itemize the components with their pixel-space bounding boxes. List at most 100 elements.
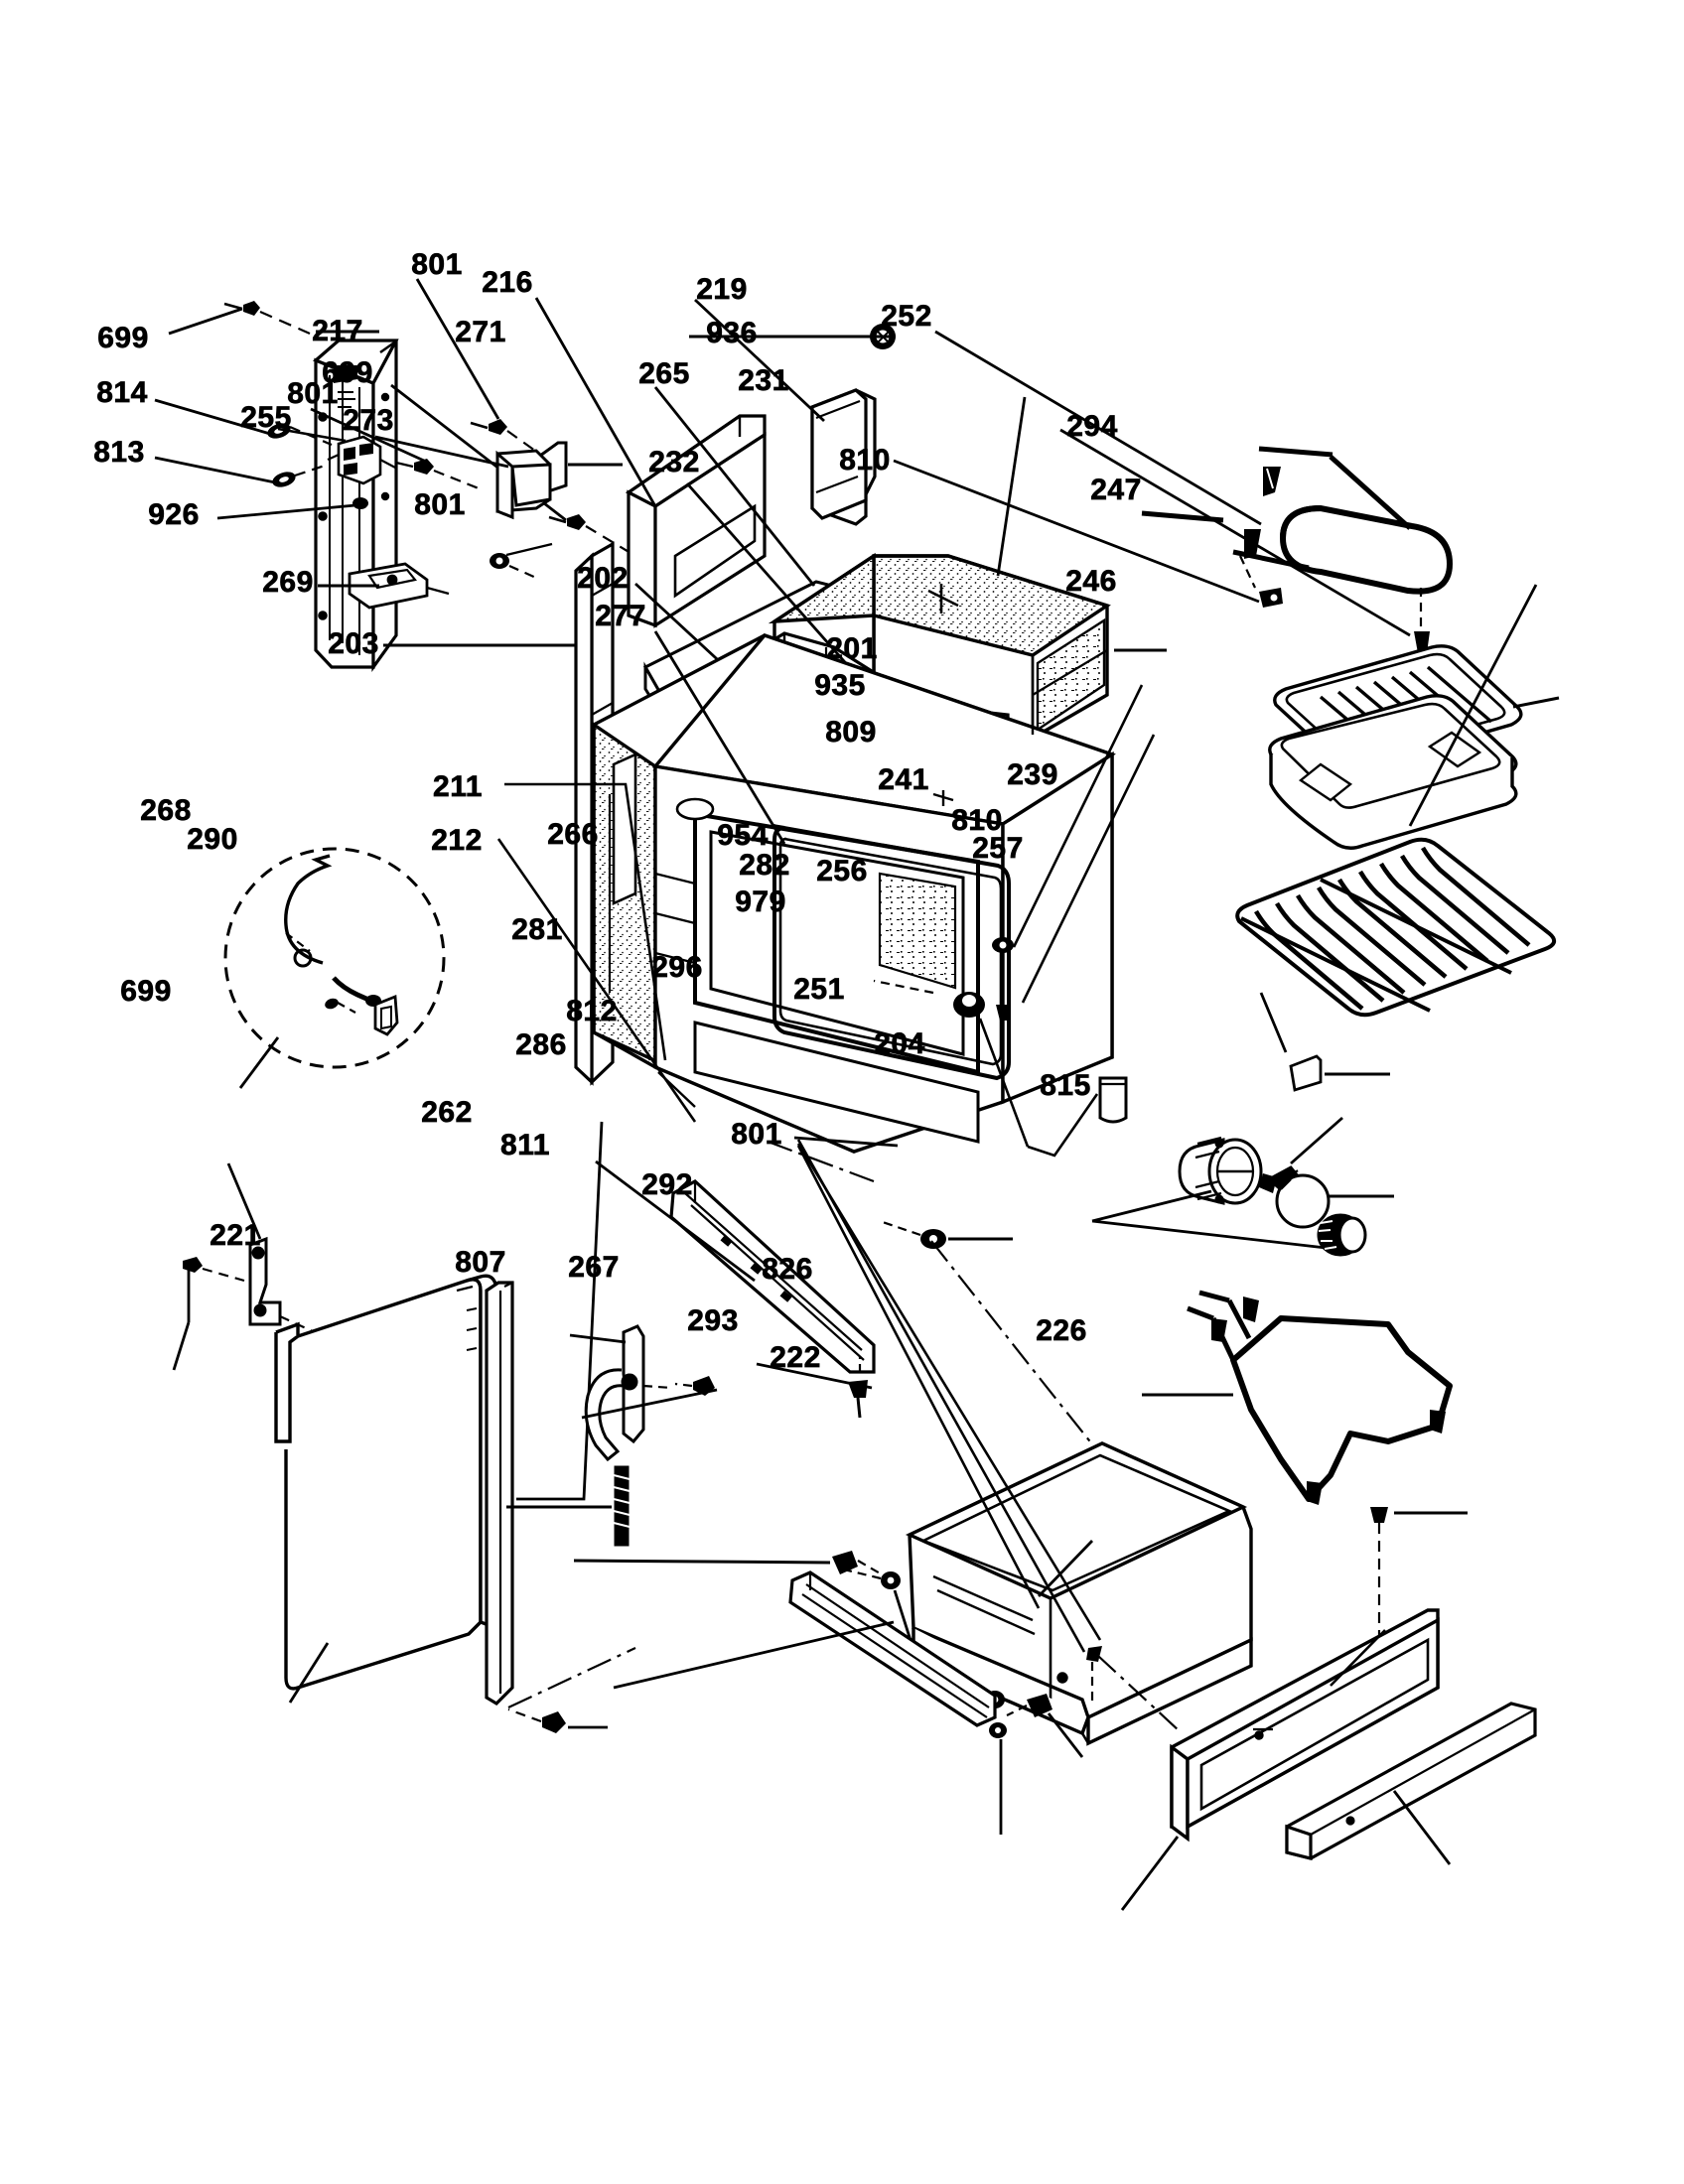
callout-979[interactable]: 979 (735, 886, 786, 918)
callout-290[interactable]: 290 (187, 823, 238, 856)
part-277-door-gasket (772, 824, 1011, 1081)
leader-247 (1512, 696, 1560, 709)
screw-269-fastener (490, 542, 553, 580)
callout-262[interactable]: 262 (421, 1096, 473, 1129)
callout-217[interactable]: 217 (312, 315, 363, 347)
callout-265[interactable]: 265 (638, 357, 690, 390)
callout-201[interactable]: 201 (826, 632, 878, 665)
callout-699-b[interactable]: 699 (322, 356, 373, 389)
leader-699-top (168, 307, 243, 336)
callout-813[interactable]: 813 (93, 436, 145, 469)
callout-256[interactable]: 256 (816, 855, 868, 887)
callout-801-b[interactable]: 801 (287, 377, 339, 410)
callout-811[interactable]: 811 (500, 1129, 550, 1161)
callout-246[interactable]: 246 (1065, 565, 1117, 598)
callout-267[interactable]: 267 (568, 1251, 620, 1284)
screw-699-top (223, 301, 311, 336)
callout-269[interactable]: 269 (262, 566, 314, 599)
callout-801-d[interactable]: 801 (731, 1118, 782, 1151)
callout-239[interactable]: 239 (1007, 758, 1058, 791)
callout-222[interactable]: 222 (770, 1341, 821, 1374)
callout-926[interactable]: 926 (148, 498, 200, 531)
leader-265 (653, 386, 816, 587)
fastener-293 (989, 1722, 1007, 1738)
callout-211[interactable]: 211 (433, 770, 483, 803)
callout-294[interactable]: 294 (1066, 410, 1118, 443)
leader-699-c (172, 1321, 191, 1371)
callout-812[interactable]: 812 (566, 995, 618, 1027)
leader-801-b (310, 407, 425, 463)
part-241-oven-rack (1235, 837, 1557, 1018)
leader-221 (288, 1642, 330, 1704)
callout-219[interactable]: 219 (696, 273, 748, 306)
callout-231[interactable]: 231 (738, 364, 789, 397)
callout-801-a[interactable]: 801 (411, 248, 463, 281)
callout-936[interactable]: 936 (706, 317, 758, 349)
callout-277[interactable]: 277 (595, 600, 646, 632)
part-290-hinge (248, 1236, 329, 1339)
callout-257[interactable]: 257 (972, 832, 1024, 865)
leader-266 (595, 1160, 756, 1283)
callout-252[interactable]: 252 (881, 300, 932, 333)
callout-273[interactable]: 273 (343, 404, 394, 437)
callout-293[interactable]: 293 (687, 1304, 739, 1337)
leader-222 (1120, 1836, 1180, 1911)
leader-277 (653, 630, 786, 845)
callout-232[interactable]: 232 (648, 446, 700, 478)
callout-247[interactable]: 247 (1090, 474, 1142, 506)
callout-699-a[interactable]: 699 (97, 322, 149, 354)
callout-281[interactable]: 281 (511, 913, 563, 946)
callout-212[interactable]: 212 (431, 824, 483, 857)
leader-810-a (893, 459, 1260, 604)
callout-251[interactable]: 251 (793, 973, 845, 1006)
leader-282 (1027, 1093, 1099, 1158)
callout-221[interactable]: 221 (210, 1219, 261, 1252)
callout-809[interactable]: 809 (825, 716, 877, 749)
leader-801-a (415, 278, 500, 420)
callout-292[interactable]: 292 (641, 1168, 693, 1201)
callout-266[interactable]: 266 (547, 818, 599, 851)
screw-811 (832, 1551, 883, 1575)
part-813-clip (272, 463, 329, 487)
fastener-801-drawer (1086, 1646, 1102, 1706)
leader-232 (685, 482, 876, 696)
callout-282[interactable]: 282 (739, 849, 790, 882)
part-222-drawer-front (1170, 1608, 1440, 1843)
callout-699-c[interactable]: 699 (120, 975, 172, 1008)
callout-202[interactable]: 202 (577, 562, 629, 595)
callout-801-c[interactable]: 801 (414, 488, 466, 521)
callout-954[interactable]: 954 (717, 819, 769, 852)
callout-810-a[interactable]: 810 (839, 444, 891, 477)
part-216-panel (625, 414, 767, 628)
leader-262 (516, 1121, 604, 1501)
callout-241[interactable]: 241 (878, 763, 929, 796)
callout-815[interactable]: 815 (1040, 1069, 1091, 1102)
screw-801-a (470, 419, 543, 457)
callout-216[interactable]: 216 (482, 266, 533, 299)
part-273-bracket (495, 449, 552, 520)
screw-699-c (183, 1257, 245, 1283)
screw-935 (992, 937, 1014, 1021)
leader-812 (581, 1388, 718, 1420)
callout-204[interactable]: 204 (874, 1027, 925, 1060)
bracket-252-a (1263, 467, 1281, 496)
callout-203[interactable]: 203 (328, 627, 379, 660)
callout-255[interactable]: 255 (240, 401, 292, 434)
callout-226[interactable]: 226 (1036, 1314, 1087, 1347)
screw-826 (1006, 1694, 1052, 1717)
callout-807[interactable]: 807 (455, 1246, 506, 1279)
callout-810-b[interactable]: 810 (951, 804, 1003, 837)
callout-935[interactable]: 935 (814, 669, 866, 702)
callout-271[interactable]: 271 (455, 316, 506, 348)
callout-826[interactable]: 826 (762, 1253, 813, 1286)
clip-810-b (1259, 1167, 1302, 1193)
screw-807 (507, 1707, 566, 1733)
callout-814[interactable]: 814 (96, 376, 148, 409)
callout-268[interactable]: 268 (140, 794, 192, 827)
callout-296[interactable]: 296 (651, 951, 703, 984)
bake-element-brackets (1211, 1297, 1446, 1505)
part-979-grommet (879, 1219, 946, 1249)
callout-286[interactable]: 286 (515, 1028, 567, 1061)
screw-801-b (395, 459, 480, 490)
